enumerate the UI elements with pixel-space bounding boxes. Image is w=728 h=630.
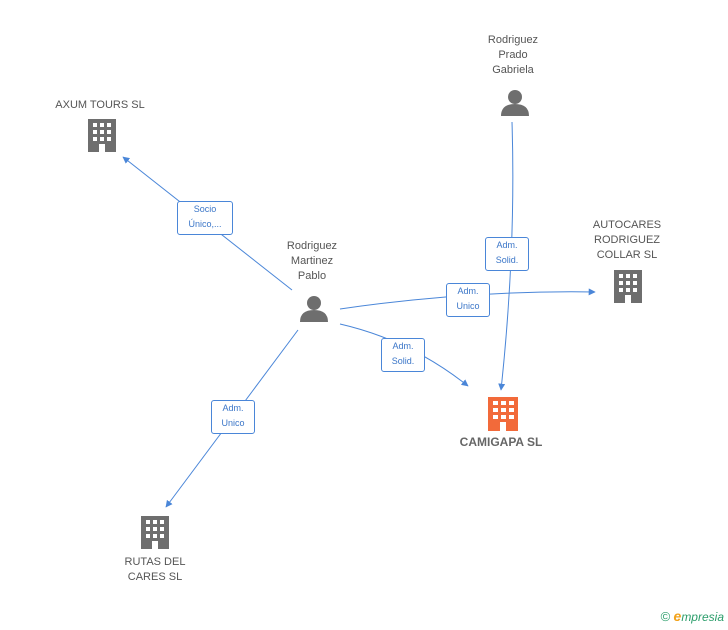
building-icon[interactable] (614, 270, 642, 303)
node-label-prado[interactable]: Rodriguez Prado Gabriela (487, 34, 539, 76)
brand-name: mpresia (681, 610, 724, 624)
edge-label-prado-camigapa[interactable]: Adm. Solid. (485, 237, 529, 271)
edge-label-martinez-camigapa[interactable]: Adm. Solid. (381, 338, 425, 372)
node-label-autocares[interactable]: AUTOCARES RODRIGUEZ COLLAR SL (592, 219, 662, 261)
edge-label-martinez-rutas[interactable]: Adm. Unico (211, 400, 255, 434)
brand-initial: e (673, 608, 682, 624)
node-label-axum[interactable]: AXUM TOURS SL (55, 99, 145, 111)
person-icon[interactable] (501, 90, 529, 116)
node-label-camigapa[interactable]: CAMIGAPA SL (459, 435, 543, 449)
node-label-rutas[interactable]: RUTAS DEL CARES SL (124, 556, 186, 583)
building-icon-focus[interactable] (488, 397, 518, 431)
edge-label-martinez-axum[interactable]: Socio Único,... (177, 201, 233, 235)
building-icon[interactable] (88, 119, 116, 152)
building-icon[interactable] (141, 516, 169, 549)
empresia-watermark: © empresia (661, 608, 724, 624)
copyright-symbol: © (660, 609, 671, 624)
node-label-martinez[interactable]: Rodriguez Martinez Pablo (286, 240, 338, 282)
edge-label-martinez-autocares[interactable]: Adm. Unico (446, 283, 490, 317)
person-icon[interactable] (300, 296, 328, 322)
